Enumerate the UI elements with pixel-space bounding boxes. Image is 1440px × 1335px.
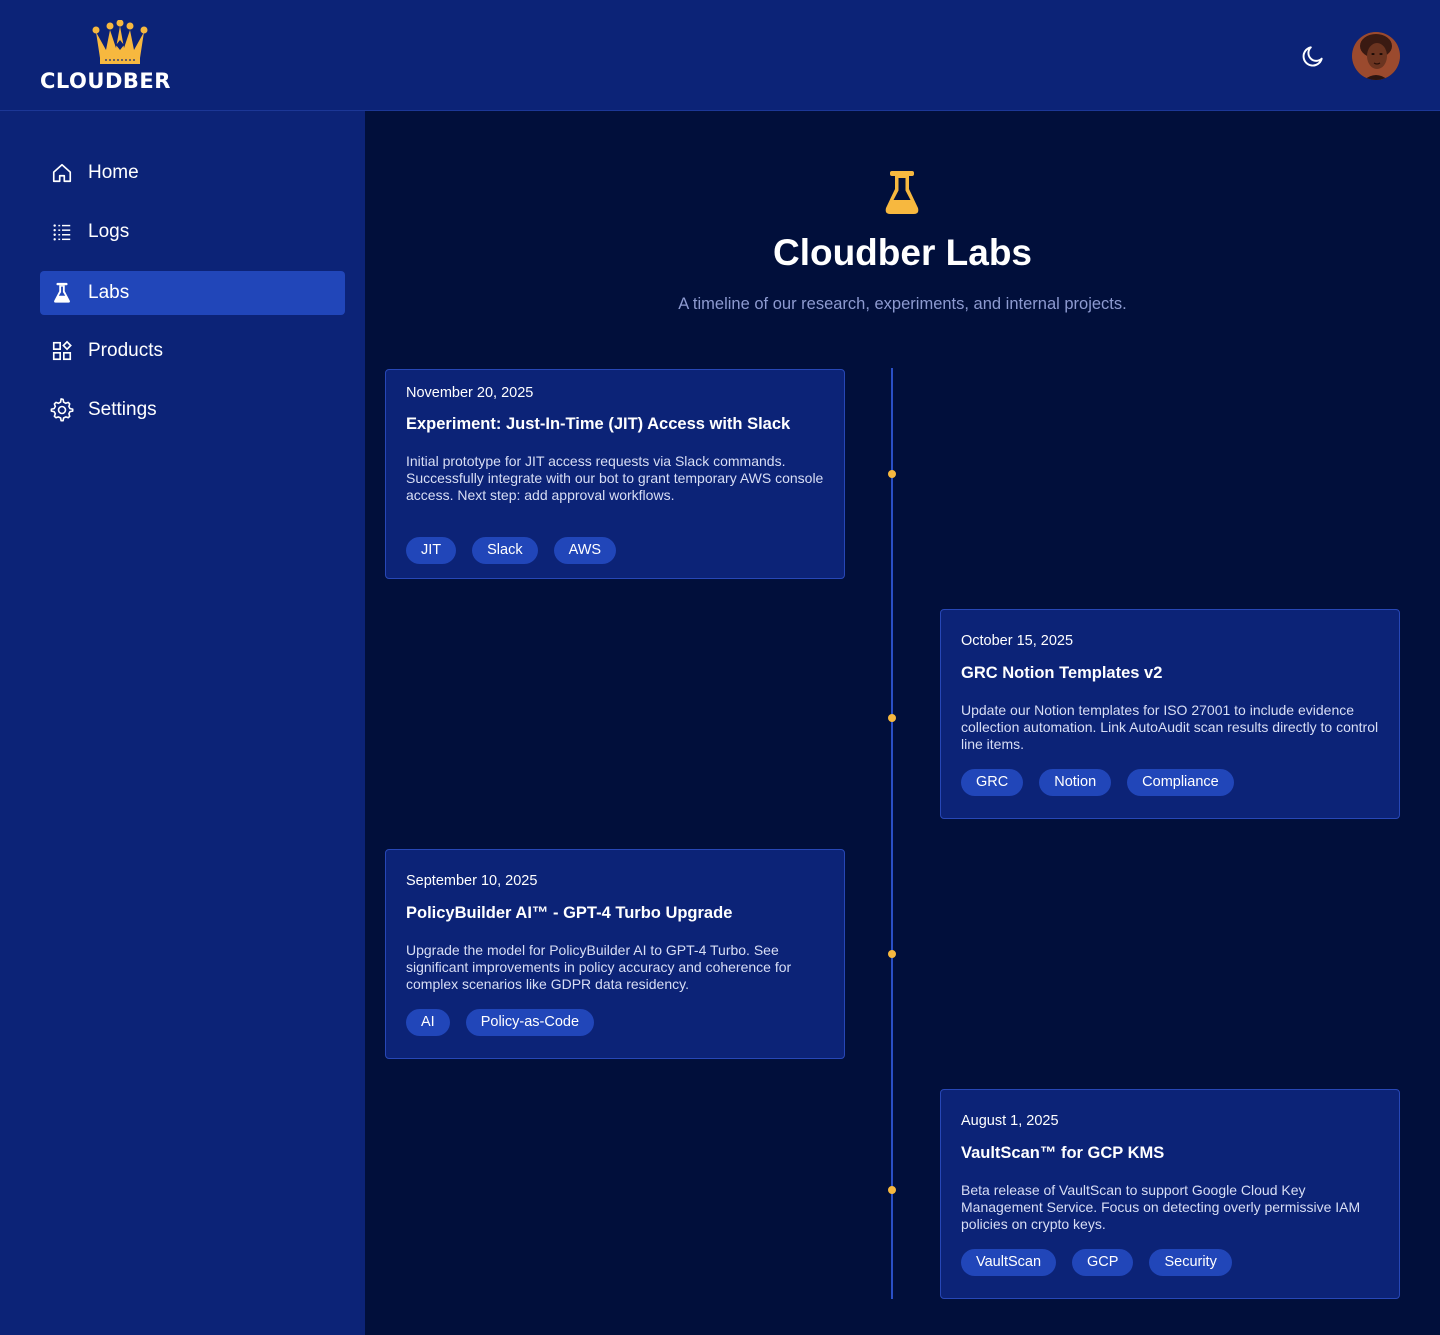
sidebar-item-products[interactable]: Products <box>40 329 345 373</box>
card-description: Update our Notion templates for ISO 2700… <box>961 702 1379 752</box>
tag-chip[interactable]: GCP <box>1072 1249 1134 1276</box>
grid-icon <box>50 339 74 363</box>
timeline-dot <box>888 714 896 722</box>
card-date: November 20, 2025 <box>406 385 534 401</box>
card-tags: VaultScan GCP Security <box>961 1249 1232 1276</box>
crown-icon <box>92 20 148 64</box>
tag-chip[interactable]: GRC <box>961 769 1024 796</box>
moon-icon[interactable] <box>1300 43 1326 69</box>
tag-chip[interactable]: VaultScan <box>961 1249 1057 1276</box>
sidebar-item-labs[interactable]: Labs <box>40 271 345 315</box>
top-header: CLOUDBER <box>0 0 1440 111</box>
card-title: PolicyBuilder AI™ - GPT-4 Turbo Upgrade <box>406 904 733 922</box>
card-title: GRC Notion Templates v2 <box>961 664 1163 682</box>
tag-chip[interactable]: AI <box>406 1009 450 1036</box>
card-title: VaultScan™ for GCP KMS <box>961 1144 1165 1162</box>
tag-chip[interactable]: AWS <box>553 537 617 564</box>
timeline-line <box>891 368 893 1299</box>
sidebar-item-label: Settings <box>88 399 157 420</box>
sidebar: Home Logs La <box>0 111 365 1335</box>
gear-icon <box>50 398 74 422</box>
card-date: October 15, 2025 <box>961 633 1074 649</box>
tag-chip[interactable]: Slack <box>472 537 538 564</box>
card-title: Experiment: Just-In-Time (JIT) Access wi… <box>406 415 791 433</box>
page-subtitle: A timeline of our research, experiments,… <box>678 295 1127 313</box>
sidebar-item-logs[interactable]: Logs <box>40 210 345 254</box>
tag-chip[interactable]: JIT <box>406 537 457 564</box>
card-tags: GRC Notion Compliance <box>961 769 1234 796</box>
flask-icon <box>50 281 74 305</box>
timeline-card[interactable]: October 15, 2025 GRC Notion Templates v2… <box>940 609 1400 819</box>
sidebar-item-label: Home <box>88 162 139 183</box>
brand-name: CLOUDBER <box>40 69 171 93</box>
sidebar-item-label: Labs <box>88 282 130 303</box>
page-title: Cloudber Labs <box>772 232 1033 273</box>
home-icon <box>50 161 74 185</box>
sidebar-item-settings[interactable]: Settings <box>40 388 345 432</box>
brand-logo[interactable]: CLOUDBER <box>40 20 202 94</box>
timeline-card[interactable]: September 10, 2025 PolicyBuilder AI™ - G… <box>385 849 845 1059</box>
timeline-dot <box>888 950 896 958</box>
flask-icon <box>885 171 919 214</box>
timeline-dot <box>888 470 896 478</box>
timeline-card[interactable]: November 20, 2025 Experiment: Just-In-Ti… <box>385 369 845 579</box>
timeline-dot <box>888 1186 896 1194</box>
timeline-card[interactable]: August 1, 2025 VaultScan™ for GCP KMS Be… <box>940 1089 1400 1299</box>
tag-chip[interactable]: Security <box>1149 1249 1232 1276</box>
user-avatar[interactable] <box>1352 32 1400 80</box>
tag-chip[interactable]: Notion <box>1039 769 1112 796</box>
tag-chip[interactable]: Policy-as-Code <box>465 1009 595 1036</box>
card-tags: AI Policy-as-Code <box>406 1009 595 1036</box>
list-icon <box>50 220 74 244</box>
sidebar-item-label: Products <box>88 340 163 361</box>
sidebar-item-label: Logs <box>88 221 130 242</box>
card-date: September 10, 2025 <box>406 873 538 889</box>
sidebar-item-home[interactable]: Home <box>40 151 345 195</box>
card-description: Beta release of VaultScan to support Goo… <box>961 1182 1361 1232</box>
card-tags: JIT Slack AWS <box>406 537 617 564</box>
tag-chip[interactable]: Compliance <box>1127 769 1234 796</box>
avatar-portrait-icon <box>1352 32 1400 80</box>
card-date: August 1, 2025 <box>961 1113 1059 1129</box>
card-description: Initial prototype for JIT access request… <box>406 453 824 503</box>
card-description: Upgrade the model for PolicyBuilder AI t… <box>406 942 792 992</box>
